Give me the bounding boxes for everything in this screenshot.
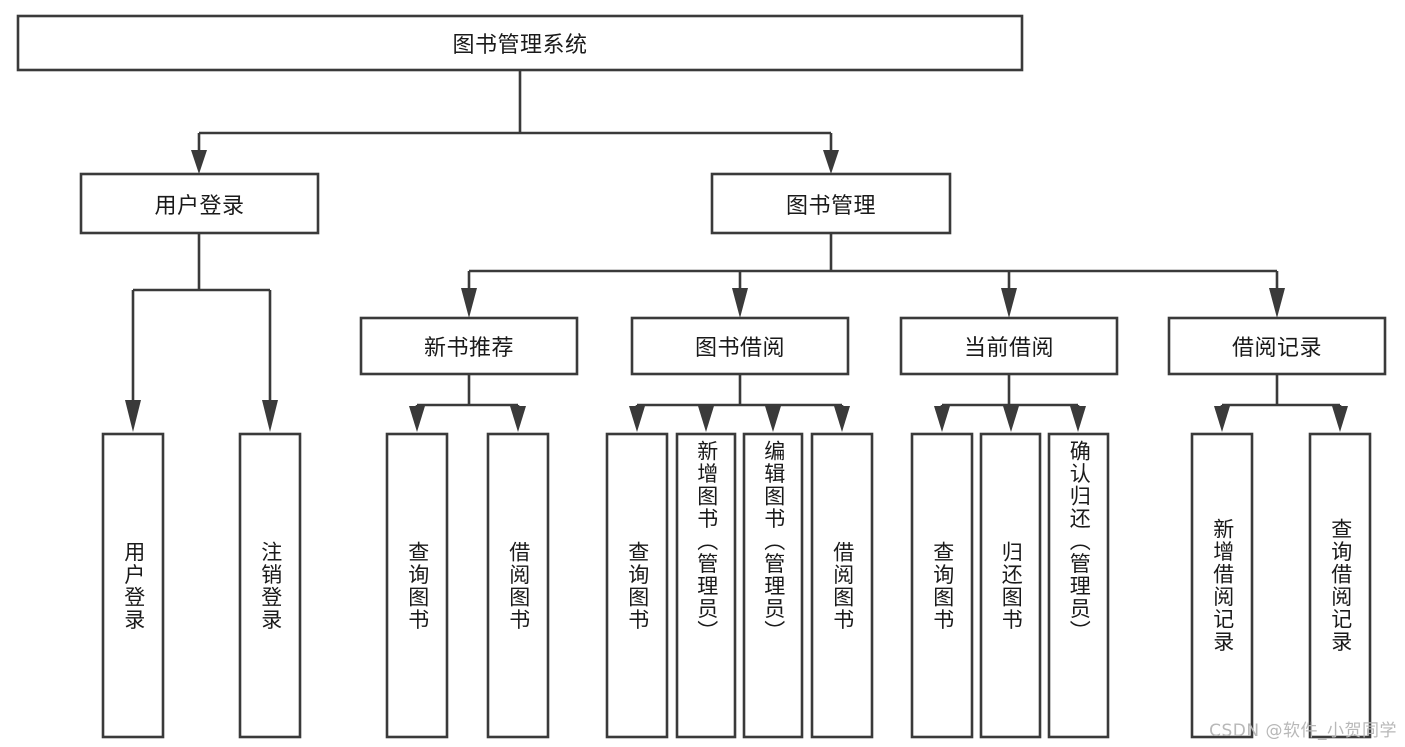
node-box-leaf-add-record[interactable] bbox=[1190, 432, 1254, 739]
node-box-leaf-logout-login[interactable] bbox=[238, 432, 302, 739]
arrow-leaf-borrow-book-1-icon bbox=[510, 406, 526, 432]
node-box-leaf-confirm-return[interactable] bbox=[1047, 432, 1110, 739]
node-box-leaf-query-book-1[interactable] bbox=[385, 432, 449, 739]
arrow-leaf-confirm-return-icon bbox=[1070, 406, 1086, 432]
arrow-to-book-management-icon bbox=[823, 150, 839, 174]
arrow-leaf-return-book-icon bbox=[1003, 406, 1019, 432]
node-box-leaf-borrow-book-2[interactable] bbox=[810, 432, 874, 739]
node-box-book-management[interactable] bbox=[710, 172, 952, 235]
node-box-leaf-edit-book[interactable] bbox=[742, 432, 804, 739]
node-box-new-book-recommend[interactable] bbox=[359, 316, 579, 376]
node-box-leaf-query-book-3[interactable] bbox=[910, 432, 974, 739]
csdn-watermark: CSDN @软件_小贺同学 bbox=[1209, 721, 1397, 741]
connector-layer bbox=[125, 70, 1348, 432]
arrow-leaf-query-book-1-icon bbox=[409, 406, 425, 432]
node-box-leaf-user-login[interactable] bbox=[101, 432, 165, 739]
arrow-leaf-query-book-3-icon bbox=[934, 406, 950, 432]
node-box-root[interactable] bbox=[16, 14, 1024, 72]
node-box-current-borrow[interactable] bbox=[899, 316, 1119, 376]
node-box-user-login[interactable] bbox=[79, 172, 320, 235]
node-box-layer bbox=[16, 14, 1387, 739]
arrow-leaf-borrow-book-2-icon bbox=[834, 406, 850, 432]
arrow-leaf-edit-book-icon bbox=[765, 406, 781, 432]
node-box-leaf-return-book[interactable] bbox=[979, 432, 1042, 739]
arrow-to-user-login-icon bbox=[191, 150, 207, 174]
arrow-leaf-add-record-icon bbox=[1214, 406, 1230, 432]
arrow-leaf-user-login-icon bbox=[125, 400, 141, 432]
arrow-leaf-add-book-icon bbox=[698, 406, 714, 432]
node-box-leaf-query-book-2[interactable] bbox=[605, 432, 669, 739]
arrow-to-new-book-recommend-icon bbox=[461, 288, 477, 318]
arrow-leaf-logout-login-icon bbox=[262, 400, 278, 432]
node-box-leaf-borrow-book-1[interactable] bbox=[486, 432, 550, 739]
arrow-leaf-query-record-icon bbox=[1332, 406, 1348, 432]
arrow-leaf-query-book-2-icon bbox=[629, 406, 645, 432]
arrow-to-current-borrow-icon bbox=[1001, 288, 1017, 318]
arrow-to-borrow-record-icon bbox=[1269, 288, 1285, 318]
node-box-borrow-record[interactable] bbox=[1167, 316, 1387, 376]
node-box-leaf-add-book[interactable] bbox=[675, 432, 737, 739]
arrow-to-book-borrow-icon bbox=[732, 288, 748, 318]
node-box-leaf-query-record[interactable] bbox=[1308, 432, 1372, 739]
node-box-book-borrow[interactable] bbox=[630, 316, 850, 376]
